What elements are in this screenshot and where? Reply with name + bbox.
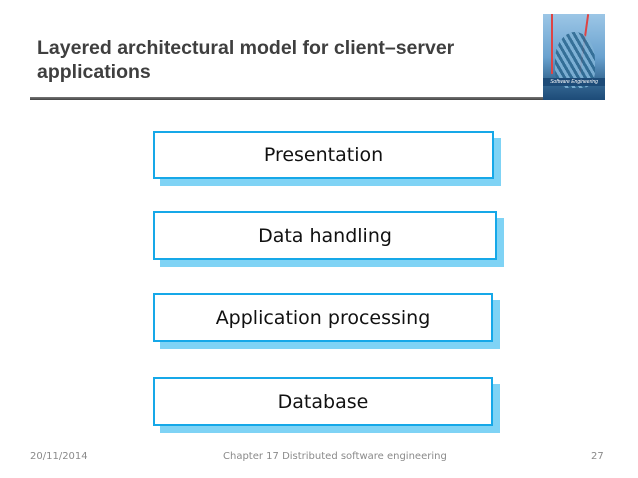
footer-date: 20/11/2014 xyxy=(30,451,88,462)
crane-graphic xyxy=(551,14,553,74)
title-divider xyxy=(30,97,543,100)
layer-label: Database xyxy=(153,377,493,426)
footer-page-number: 27 xyxy=(591,451,604,462)
book-cover-image: Software Engineering xyxy=(543,14,605,100)
footer-chapter: Chapter 17 Distributed software engineer… xyxy=(223,451,447,462)
layer-database: Database xyxy=(153,377,500,433)
layer-label: Presentation xyxy=(153,131,494,179)
layer-application-processing: Application processing xyxy=(153,293,500,349)
layer-label: Data handling xyxy=(153,211,497,260)
layer-label: Application processing xyxy=(153,293,493,342)
slide-title: Layered architectural model for client–s… xyxy=(37,37,455,83)
layer-presentation: Presentation xyxy=(153,131,501,186)
layer-data-handling: Data handling xyxy=(153,211,504,267)
cover-title: Software Engineering xyxy=(543,78,605,86)
